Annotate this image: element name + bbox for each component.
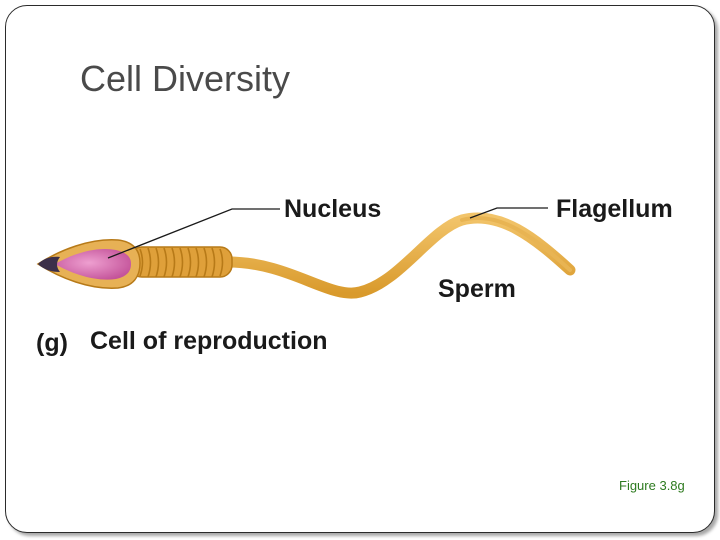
nucleus-label: Nucleus — [284, 195, 382, 223]
slide-title: Cell Diversity — [80, 58, 291, 99]
flagellum-label: Flagellum — [556, 195, 673, 223]
figure-reference: Figure 3.8g — [619, 478, 685, 493]
midpiece — [129, 246, 233, 278]
caption-text: Cell of reproduction — [90, 327, 328, 355]
flagellum-leader-line — [469, 207, 548, 219]
sperm-head — [36, 239, 141, 289]
acrosome-tip — [38, 256, 60, 272]
sperm-label: Sperm — [438, 275, 516, 303]
caption-letter: (g) — [36, 329, 68, 357]
nucleus-leader-line — [107, 208, 280, 259]
